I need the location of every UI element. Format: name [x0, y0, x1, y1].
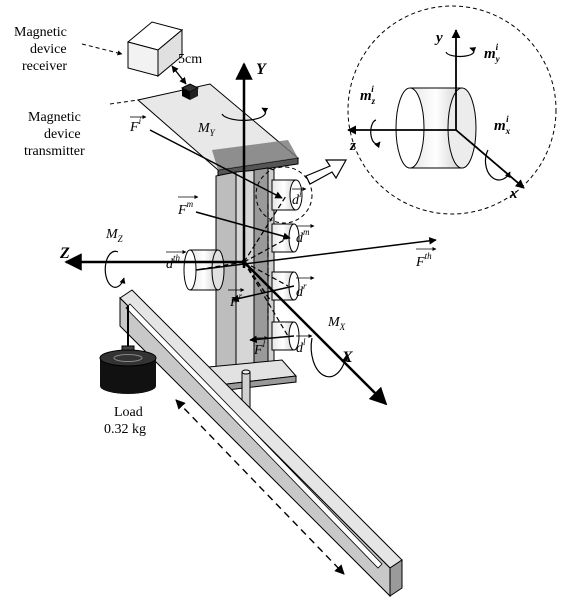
receiver-cube [126, 21, 184, 78]
force-little-arrow [249, 335, 295, 344]
zoom-arrow [305, 159, 348, 185]
force-index-arrow [149, 129, 283, 199]
svg-text:Fm: Fm [177, 199, 194, 218]
distance-label: 5cm [178, 52, 202, 67]
inset-mx-arc [484, 149, 511, 181]
moment-mx-arc [310, 337, 348, 378]
y-axis-label: Y [256, 61, 267, 78]
transmitter-cube [180, 83, 200, 100]
distance-little-line [243, 261, 289, 337]
peg [241, 369, 251, 409]
svg-text:Fth: Fth [415, 251, 432, 270]
force-little-label: Fl [253, 336, 269, 358]
inset-detail: y z x myi mzi mxi [347, 5, 557, 215]
svg-text:dr: dr [296, 281, 307, 300]
svg-text:Fl: Fl [253, 339, 266, 358]
sensor-thumb [183, 249, 225, 291]
svg-text:dm: dm [296, 227, 310, 246]
svg-text:dth: dth [166, 253, 181, 272]
inset-mz-label: mzi [360, 84, 376, 106]
inset-x-label: x [509, 186, 518, 202]
travel-arrow [175, 399, 345, 575]
force-thumb-label: Fth [415, 247, 437, 270]
z-axis-label: Z [59, 245, 70, 262]
distance-index-line [243, 195, 287, 263]
load-weight [99, 306, 157, 394]
moment-mz-label: MZ [105, 227, 124, 244]
distance-little-label: dl [296, 334, 313, 356]
receiver-leader-line [81, 43, 123, 56]
sensor-little [271, 321, 300, 351]
sensor-middle [271, 223, 300, 253]
force-middle-arrow [195, 211, 291, 240]
receiver-label: Magnetic device receiver [14, 25, 70, 74]
svg-text:Fr: Fr [229, 291, 243, 310]
moment-mx-label: MX [327, 315, 346, 332]
svg-text:Fi: Fi [129, 116, 142, 135]
inset-my-label: myi [484, 42, 501, 64]
moment-my-label: MY [197, 121, 216, 138]
distance-ring-line [243, 261, 289, 287]
transmitter-label: Magnetic device transmitter [24, 110, 85, 159]
distance-middle-label: dm [296, 224, 315, 246]
inset-y-label: y [434, 30, 443, 46]
distance-middle-line [243, 237, 289, 263]
svg-text:dl: dl [296, 337, 306, 356]
inset-mx-label: mxi [494, 114, 511, 136]
inset-z-label: z [349, 138, 356, 154]
sensor-ring [271, 271, 300, 301]
moment-my-arc [221, 107, 269, 121]
zoom-source-circle [255, 166, 313, 224]
distance-thumb-label: dth [166, 250, 187, 272]
x-axis-label: X [341, 349, 353, 366]
distance-ring-label: dr [296, 276, 315, 300]
inset-my-arc [445, 47, 477, 58]
distance-arrow [171, 65, 187, 85]
inset-x-axis [455, 129, 525, 189]
distance-thumb-line [195, 261, 245, 271]
inset-mz-arc [370, 119, 381, 149]
origin-point [241, 259, 247, 265]
svg-text:di: di [292, 189, 302, 208]
moment-mz-arc [104, 250, 126, 288]
force-thumb-arrow [195, 237, 437, 271]
top-plate [136, 83, 300, 177]
distance-index-label: di [292, 187, 307, 208]
force-ring-label: Fr [228, 288, 245, 310]
load-label: Load 0.32 kg [104, 405, 146, 437]
force-index-label: Fi [129, 115, 147, 135]
inset-cylinder [395, 87, 477, 169]
force-middle-label: Fm [177, 195, 199, 218]
